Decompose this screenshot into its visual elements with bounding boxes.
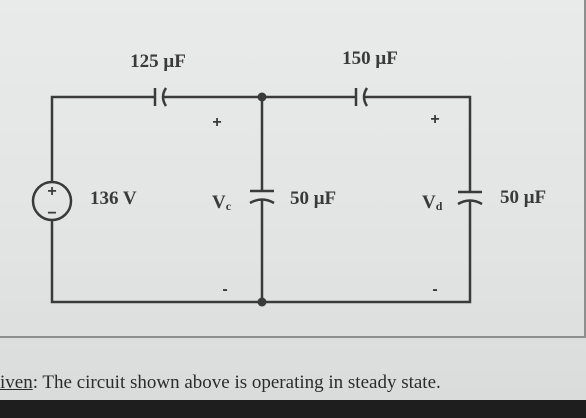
cap-150-label: 150 μF: [342, 48, 398, 69]
given-statement: iven: The circuit shown above is operati…: [0, 372, 586, 398]
node-top: [257, 92, 267, 102]
circuit-diagram: + − 136 V 125 μF 150 μF 50 μF 50 μF Vc +…: [31, 48, 546, 307]
vc-plus: +: [212, 114, 221, 131]
source-plus: +: [47, 183, 56, 200]
vd-minus: -: [432, 281, 437, 298]
vd-plus: +: [430, 111, 439, 128]
vc-minus: -: [222, 281, 227, 298]
vd-label: Vd: [422, 192, 443, 213]
bottom-edge: [0, 400, 586, 418]
source-voltage-label: 136 V: [90, 188, 137, 209]
vc-label: Vc: [212, 192, 232, 213]
given-text: : The circuit shown above is operating i…: [32, 372, 441, 393]
voltage-source-circle: [31, 180, 73, 222]
wire-top-left: [50, 95, 150, 182]
cap-c-label: 50 μF: [290, 188, 336, 209]
figure-frame: [0, 0, 586, 338]
source-minus: −: [47, 205, 56, 222]
cap-d-label: 50 μF: [500, 187, 546, 208]
wire-top-right: [364, 95, 472, 192]
given-heading: iven: [0, 372, 33, 393]
cap-125-label: 125 μF: [130, 51, 186, 72]
node-bottom: [257, 297, 267, 307]
